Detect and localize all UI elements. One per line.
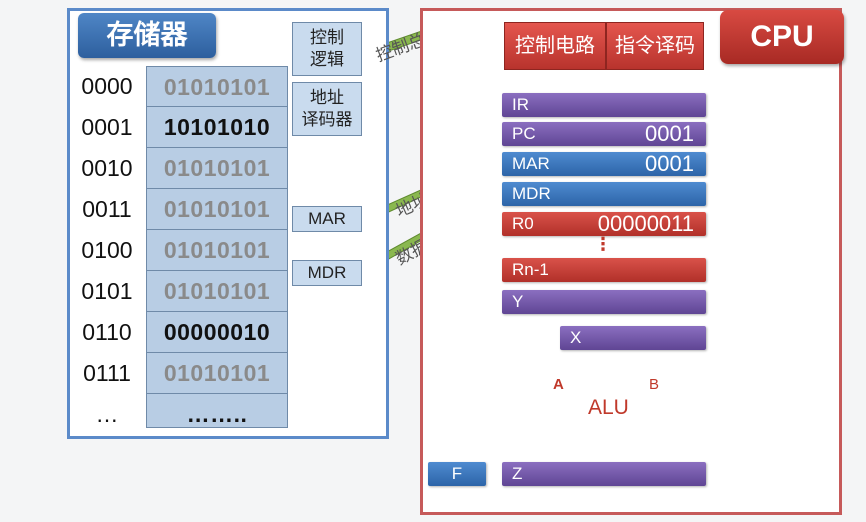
address-decoder-box: 地址 译码器 <box>292 82 362 136</box>
cpu-panel <box>420 8 842 515</box>
register-value: 0001 <box>645 121 694 146</box>
alu-input-b-label: B <box>649 376 660 393</box>
alu-input-a-label: A <box>553 376 564 393</box>
register-label: PC <box>512 124 536 143</box>
memory-title: 存储器 <box>78 13 216 58</box>
register-label: R0 <box>512 214 534 233</box>
register-label: F <box>451 464 463 483</box>
memory-address: 0000 <box>81 73 133 99</box>
register-value: 0001 <box>645 151 694 176</box>
memory-cell: 01010101 <box>146 66 288 107</box>
register-label: IR <box>512 95 529 114</box>
memory-cell: 01010101 <box>146 148 288 189</box>
memory-mar-box: MAR <box>292 206 362 232</box>
register-mar: MAR 0001 <box>502 152 706 176</box>
memory-cell-ellipsis: …….. <box>146 394 288 428</box>
register-label: Y <box>512 292 524 311</box>
memory-address: 0001 <box>81 114 133 140</box>
register-mdr: MDR <box>502 182 706 206</box>
memory-address: 0010 <box>81 155 133 181</box>
register-label: MDR <box>512 184 551 203</box>
register-rn-1: Rn-1 <box>502 258 706 282</box>
register-x: X <box>560 326 706 350</box>
control-logic-box: 控制 逻辑 <box>292 22 362 76</box>
memory-cell: 01010101 <box>146 189 288 230</box>
memory-cell: 10101010 <box>146 107 288 148</box>
memory-mdr-box: MDR <box>292 260 362 286</box>
memory-address: 0111 <box>83 360 131 386</box>
instruction-decode-box: 指令译码 <box>606 22 704 70</box>
register-y: Y <box>502 290 706 314</box>
register-r0: R0 00000011 <box>502 212 706 236</box>
internal-bus-label: 内 部 总 线 <box>798 234 818 333</box>
memory-cell: 00000010 <box>146 312 288 353</box>
register-ellipsis: ⋮ <box>594 234 612 254</box>
register-label: X <box>570 328 582 347</box>
register-value: 00000011 <box>597 211 694 236</box>
control-circuit-box: 控制电路 <box>504 22 606 70</box>
memory-address: 0100 <box>81 237 133 263</box>
memory-cell: 01010101 <box>146 271 288 312</box>
register-f: F <box>428 462 486 486</box>
memory-address-ellipsis: … <box>95 401 119 427</box>
register-ir: IR <box>502 93 706 117</box>
cpu-title: CPU <box>720 10 844 64</box>
memory-cell: 01010101 <box>146 230 288 271</box>
alu-label: ALU <box>588 396 629 419</box>
register-pc: PC 0001 <box>502 122 706 146</box>
register-label: Z <box>512 464 523 483</box>
memory-address: 0101 <box>81 278 133 304</box>
memory-cell: 01010101 <box>146 353 288 394</box>
memory-address: 0110 <box>82 319 132 345</box>
memory-address: 0011 <box>82 196 132 222</box>
register-z: Z <box>502 462 706 486</box>
register-label: Rn-1 <box>512 260 549 279</box>
register-label: MAR <box>512 154 550 173</box>
